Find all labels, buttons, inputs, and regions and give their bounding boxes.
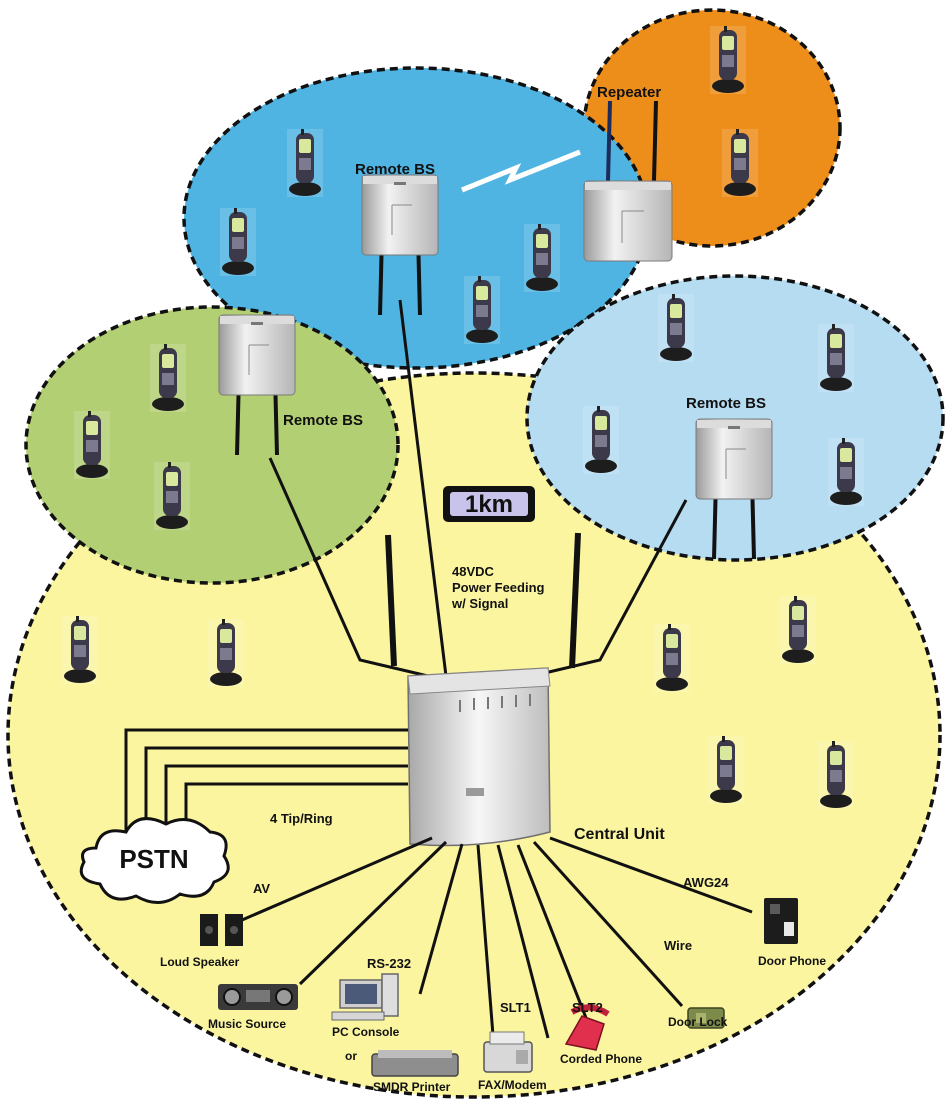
repeater-label: Repeater [597,84,661,101]
pstn-label: PSTN [119,844,188,874]
door-lock-label: Door Lock [668,1015,728,1029]
power-feeding-line-2: Power Feeding [452,580,545,595]
fax-modem-icon [483,1031,533,1073]
remote-bs-right-label: Remote BS [686,395,766,412]
distance-label: 1km [465,491,513,518]
door-lock-icon [687,1007,725,1029]
power-feeding-line-3: w/ Signal [451,596,508,611]
smdr-printer-label: SMDR Printer [373,1080,451,1094]
corded-phone-icon [564,1004,610,1051]
av-label: AV [253,881,270,896]
wireless-link-icon [461,149,581,193]
smdr-printer-icon [371,1050,459,1077]
loud-speaker-label: Loud Speaker [160,955,240,969]
pstn-cloud [79,817,230,904]
central-unit [385,532,581,847]
slt2-label: SLT2 [572,1000,603,1015]
music-source-label: Music Source [208,1017,286,1031]
music-source-icon [218,984,298,1010]
left-remote-bs-zone [24,305,400,585]
awg24-label: AWG24 [683,875,729,890]
or-label: or [345,1049,357,1063]
door-phone-label: Door Phone [758,954,826,968]
loud-speaker-icon [200,914,243,946]
rs232-label: RS-232 [367,956,411,971]
door-phone-icon [764,898,798,944]
pc-console-label: PC Console [332,1025,400,1039]
distance-badge [443,486,535,522]
remote-bs-left-label: Remote BS [283,412,363,429]
peripheral-cables [241,836,753,1049]
pc-console-icon [331,973,399,1021]
repeater-device [583,100,673,262]
fax-modem-label: FAX/Modem [478,1078,547,1092]
bs-cables [268,299,688,678]
remote-bs-top-label: Remote BS [355,161,435,178]
power-feeding-line-1: 48VDC [452,564,495,579]
corded-phone-label: Corded Phone [560,1052,642,1066]
central-unit-label: Central Unit [574,826,665,843]
tip-ring-label: 4 Tip/Ring [270,811,333,826]
wire-label: Wire [664,938,692,953]
slt1-label: SLT1 [500,1000,531,1015]
